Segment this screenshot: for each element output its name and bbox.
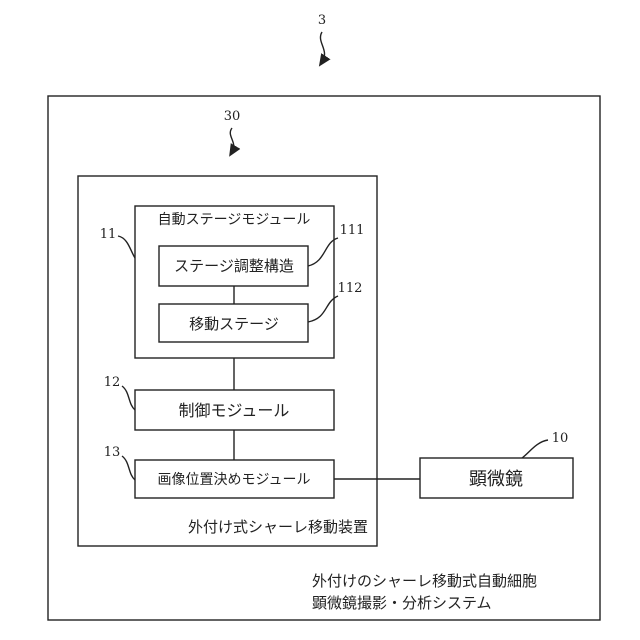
microscope-label: 顕微鏡 [469, 469, 523, 490]
system-caption-line1: 外付けのシャーレ移動式自動細胞 [312, 572, 537, 590]
image-position-module-label: 画像位置決めモジュール [157, 472, 310, 488]
ref-device: 30 [224, 109, 241, 124]
auto-stage-module-label: 自動ステージモジュール [158, 212, 311, 228]
ref-system: 3 [318, 13, 326, 28]
ref-moving-stage: 112 [338, 281, 363, 296]
device-caption: 外付け式シャーレ移動装置 [188, 518, 368, 536]
moving-stage-label: 移動ステージ [189, 315, 279, 333]
ref-microscope: 10 [552, 431, 569, 446]
control-module-label: 制御モジュール [179, 401, 290, 420]
stage-adjust-label: ステージ調整構造 [174, 257, 294, 275]
ref-stage-adjust: 111 [340, 223, 365, 238]
ref-control: 12 [104, 375, 121, 390]
ref-image-position: 13 [104, 445, 121, 460]
system-caption-line2: 顕微鏡撮影・分析システム [312, 594, 492, 612]
ref-system-arrow [320, 32, 324, 62]
ref-auto-stage: 11 [100, 227, 117, 242]
